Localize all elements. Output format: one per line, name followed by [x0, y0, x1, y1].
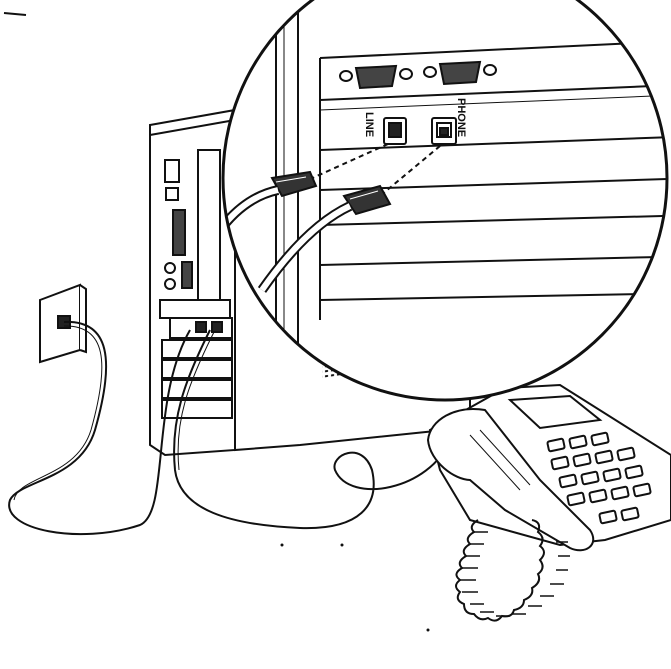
inset-phone-jack	[432, 118, 456, 144]
scan-mark	[4, 13, 26, 15]
ps2-port-2	[165, 279, 175, 289]
inset-line-jack	[384, 118, 406, 144]
fan-grill	[166, 188, 178, 200]
expansion-slot-4	[162, 380, 232, 398]
scan-dot	[341, 544, 344, 547]
telephone	[428, 385, 671, 621]
phone-port-label: PHONE	[455, 98, 467, 137]
scan-dot	[427, 629, 430, 632]
scan-dot	[281, 544, 284, 547]
line-port-label: LINE	[363, 112, 375, 137]
expansion-slot-5	[162, 400, 232, 418]
rear-line-jack	[196, 322, 206, 332]
expansion-slot-1	[160, 300, 230, 318]
parallel-port	[173, 210, 185, 255]
serial-port	[182, 262, 192, 288]
power-switch	[165, 160, 179, 182]
card-bracket-1	[198, 150, 220, 300]
rear-phone-jack	[212, 322, 222, 332]
ps2-port-1	[165, 263, 175, 273]
